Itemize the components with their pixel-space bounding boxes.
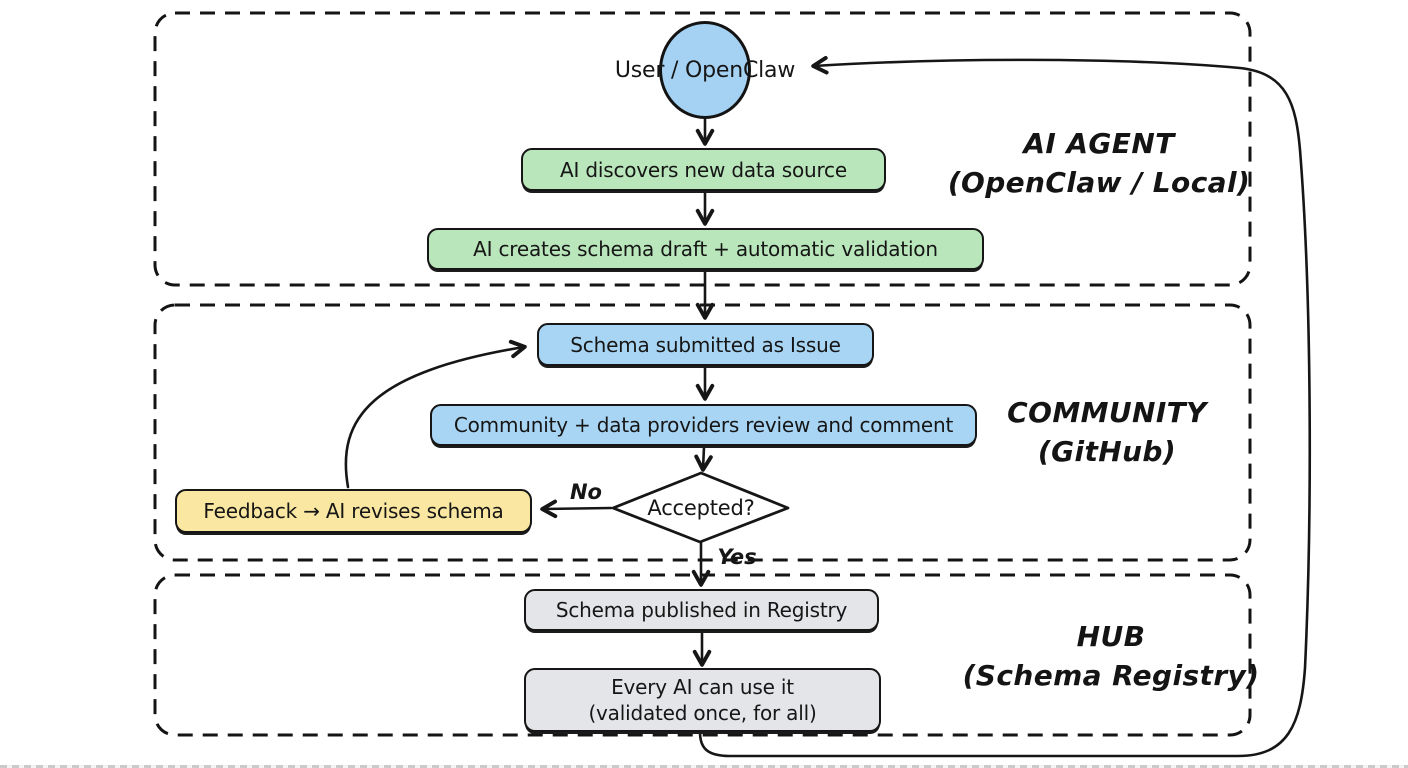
- section-label-hub: HUB (Schema Registry): [948, 617, 1274, 695]
- section-label-hub-name: HUB: [1076, 620, 1146, 653]
- section-label-community-name: COMMUNITY: [1007, 396, 1207, 429]
- section-label-ai-agent-name: AI AGENT: [1023, 127, 1175, 160]
- decision-diamond-accepted: [611, 471, 790, 544]
- section-label-ai-agent-subtitle: (OpenClaw / Local): [947, 166, 1251, 199]
- section-label-hub-subtitle: (Schema Registry): [962, 659, 1260, 692]
- arrow-feedback-to-submit: [344, 339, 527, 489]
- node-use-line2: (validated once, for all): [588, 701, 817, 725]
- arrow-review-to-accepted: [694, 445, 713, 472]
- node-feedback: Feedback → AI revises schema: [175, 489, 532, 533]
- edge-label-yes: Yes: [717, 545, 757, 569]
- node-discover: AI discovers new data source: [521, 148, 886, 191]
- arrow-accepted-no-to-feedback: [540, 499, 613, 519]
- section-label-community-subtitle: (GitHub): [1037, 435, 1177, 468]
- node-user-label: User / OpenClaw: [614, 58, 796, 83]
- edge-label-no: No: [569, 480, 602, 504]
- node-publish: Schema published in Registry: [524, 589, 879, 631]
- section-label-ai-agent: AI AGENT (OpenClaw / Local): [938, 124, 1260, 202]
- node-accepted-label: Accepted?: [647, 496, 755, 520]
- node-use-line1: Every AI can use it: [611, 675, 794, 699]
- bottom-edge-artifact: [0, 765, 1408, 768]
- node-user-circle: [659, 21, 751, 119]
- section-label-community: COMMUNITY (GitHub): [946, 393, 1268, 471]
- node-use: Every AI can use it (validated once, for…: [524, 668, 881, 732]
- node-review: Community + data providers review and co…: [430, 404, 977, 446]
- container-ai-agent: [153, 11, 1252, 287]
- node-submit: Schema submitted as Issue: [537, 323, 874, 366]
- arrow-use-to-user-loop: [698, 55, 1312, 758]
- node-draft: AI creates schema draft + automatic vali…: [427, 228, 984, 270]
